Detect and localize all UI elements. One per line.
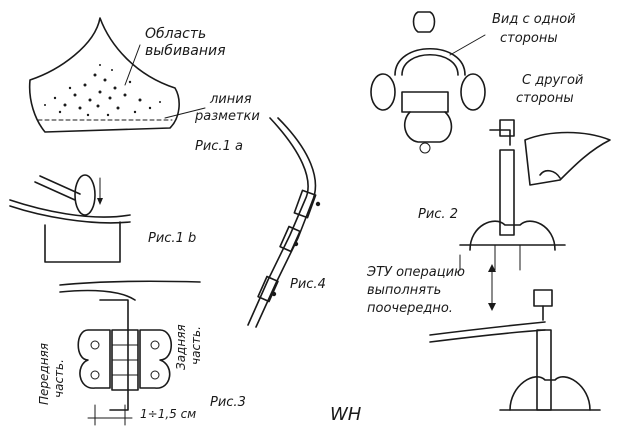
label-fig2: Рис. 2 — [418, 207, 458, 222]
label-op1: ЭТУ операцию — [366, 265, 465, 280]
label-other2: стороны — [516, 91, 574, 106]
label-view-one2: стороны — [500, 31, 558, 46]
label-area2: выбивания — [145, 43, 226, 59]
label-back2: часть. — [189, 326, 203, 365]
label-dim: 1÷1,5 см — [140, 407, 196, 421]
label-other: С другой — [522, 73, 583, 88]
fig3-hinge-drawing — [59, 280, 201, 426]
label-fig3: Рис.3 — [210, 395, 246, 410]
fig4-bending-drawing — [247, 117, 321, 328]
label-front2: часть. — [52, 359, 66, 398]
label-op2: выполнять — [367, 283, 441, 298]
label-op3: поочередно. — [367, 301, 453, 316]
fig2-stake-drawing — [459, 119, 611, 271]
fig1a-dome-drawing — [28, 17, 206, 133]
label-view-one: Вид с одной — [492, 12, 576, 27]
label-line: линия — [209, 92, 252, 107]
signature: WH — [330, 404, 362, 425]
label-line2: разметки — [194, 109, 260, 124]
label-fig1a: Рис.1 а — [195, 139, 243, 154]
label-fig1b: Рис.1 b — [148, 231, 196, 246]
bench-operation-drawing — [429, 289, 601, 411]
label-front1: Передняя — [37, 343, 51, 405]
fig2-ring-drawing — [370, 11, 486, 154]
up-down-arrows — [488, 264, 496, 311]
stipple-area — [44, 64, 161, 117]
label-fig4: Рис.4 — [290, 277, 326, 292]
label-area: Область — [145, 26, 206, 42]
fig1b-hammer-drawing — [9, 174, 131, 263]
label-back1: Задняя — [174, 324, 188, 370]
